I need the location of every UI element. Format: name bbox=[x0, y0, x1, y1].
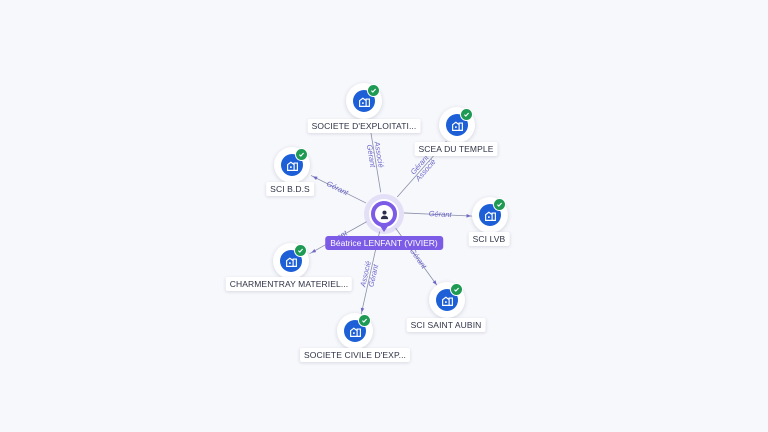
verified-check-icon bbox=[460, 108, 473, 121]
company-node-charmentray-materiel[interactable] bbox=[273, 243, 313, 283]
company-node-societe-exploitation[interactable] bbox=[346, 83, 386, 123]
verified-check-icon bbox=[450, 283, 463, 296]
edge-arrow-icon bbox=[312, 176, 318, 181]
company-label-societe-civile-exp[interactable]: SOCIETE CIVILE D'EXP... bbox=[299, 348, 411, 362]
edge-relation-label: Associé bbox=[372, 140, 385, 168]
edge-arrow-icon bbox=[466, 214, 472, 218]
verified-check-icon bbox=[295, 148, 308, 161]
company-label-sci-bds[interactable]: SCI B.D.S bbox=[266, 182, 314, 196]
edge-relation-label: Gérant bbox=[408, 247, 429, 272]
edge-relation-label: Gérant bbox=[325, 179, 350, 198]
company-node-sci-saint-aubin[interactable] bbox=[429, 282, 469, 322]
edge-arrow-icon bbox=[311, 248, 317, 253]
edge-line bbox=[310, 175, 367, 204]
company-node-scea-du-temple[interactable] bbox=[439, 107, 479, 147]
verified-check-icon bbox=[358, 314, 371, 327]
company-node-societe-civile-exp[interactable] bbox=[337, 313, 377, 353]
edge-arrow-icon bbox=[360, 307, 365, 313]
edge-line bbox=[403, 212, 474, 217]
person-name-label[interactable]: Béatrice LENFANT (VIVIER) bbox=[325, 236, 443, 250]
company-label-sci-saint-aubin[interactable]: SCI SAINT AUBIN bbox=[406, 318, 486, 332]
person-node[interactable] bbox=[364, 194, 404, 234]
edge-relation-label: Gérant bbox=[429, 209, 453, 219]
company-label-charmentray-materiel[interactable]: CHARMENTRAY MATERIEL... bbox=[225, 277, 353, 291]
company-node-sci-bds[interactable] bbox=[274, 147, 314, 187]
company-label-societe-exploitation[interactable]: SOCIETE D'EXPLOITATI... bbox=[307, 119, 421, 133]
edge-relation-label: Gérant bbox=[365, 144, 378, 169]
verified-check-icon bbox=[294, 244, 307, 257]
person-icon bbox=[375, 205, 393, 223]
company-label-scea-du-temple[interactable]: SCEA DU TEMPLE bbox=[414, 142, 498, 156]
company-label-sci-lvb[interactable]: SCI LVB bbox=[468, 232, 510, 246]
edge-arrow-icon bbox=[432, 280, 437, 285]
verified-check-icon bbox=[367, 84, 380, 97]
verified-check-icon bbox=[493, 198, 506, 211]
company-node-sci-lvb[interactable] bbox=[472, 197, 512, 237]
edge-line bbox=[368, 121, 382, 193]
